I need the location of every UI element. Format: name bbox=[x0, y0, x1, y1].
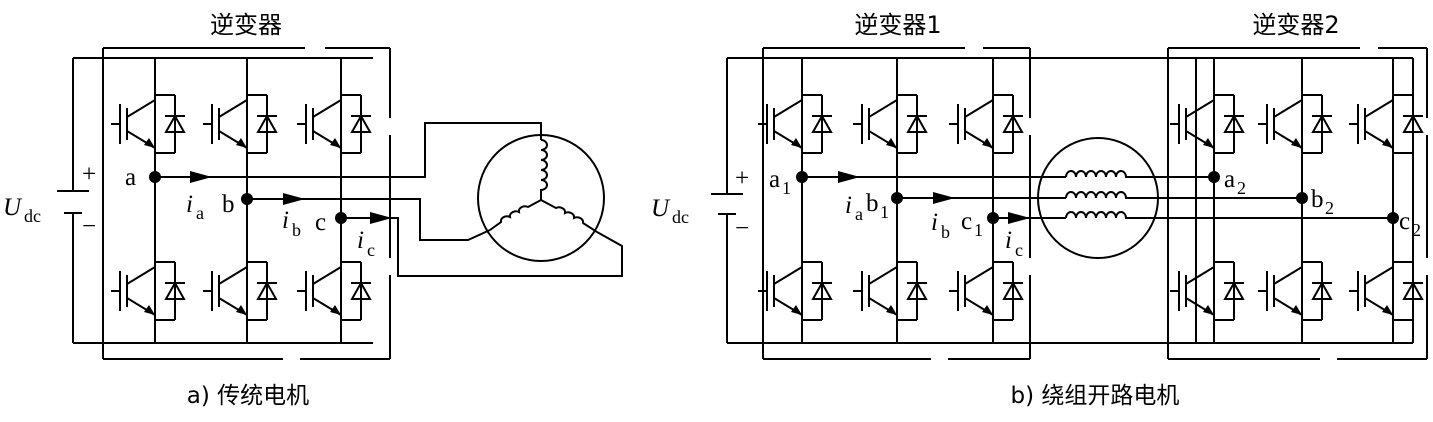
current-symbol-c: i bbox=[1005, 227, 1012, 254]
open-winding-motor bbox=[1037, 137, 1159, 259]
igbt-switch bbox=[852, 261, 928, 321]
dc-voltage-symbol: U bbox=[3, 194, 23, 221]
node-subscript-c2: 2 bbox=[1412, 220, 1421, 240]
node-subscript-a1: 1 bbox=[782, 178, 791, 198]
node-dot bbox=[987, 212, 999, 224]
current-subscript-a: a bbox=[196, 203, 204, 223]
caption-b: b) 绕组开路电机 bbox=[1011, 383, 1180, 409]
inverter2-title: 逆变器2 bbox=[1252, 11, 1339, 39]
igbt-switch bbox=[1169, 261, 1245, 321]
inverter1-title: 逆变器1 bbox=[854, 11, 941, 39]
node-dot bbox=[1208, 171, 1220, 183]
node-label-b1: b bbox=[866, 190, 879, 217]
minus-sign: − bbox=[735, 215, 749, 242]
current-arrows bbox=[190, 171, 392, 224]
caption-a: a) 传统电机 bbox=[187, 383, 309, 409]
node-label-a1: a bbox=[769, 166, 780, 193]
igbt-switch bbox=[1348, 261, 1424, 321]
igbt-switch bbox=[1169, 94, 1245, 154]
igbt-switch bbox=[852, 94, 928, 154]
node-dot bbox=[241, 193, 253, 205]
node-subscript-b2: 2 bbox=[1325, 198, 1334, 218]
igbt-switch bbox=[296, 94, 372, 154]
dc-bus bbox=[57, 57, 373, 344]
plus-sign: + bbox=[82, 161, 96, 188]
igbt-switch bbox=[1257, 261, 1333, 321]
node-dot bbox=[1296, 192, 1308, 204]
inverter-frame bbox=[102, 47, 391, 360]
igbt-switch bbox=[1348, 94, 1424, 154]
star-connected-motor bbox=[477, 134, 605, 262]
node-dot bbox=[1387, 212, 1399, 224]
igbt-switch bbox=[757, 94, 833, 154]
node-label-a2: a bbox=[1224, 166, 1235, 193]
current-symbol-c: i bbox=[357, 227, 364, 254]
node-label-b2: b bbox=[1311, 186, 1324, 213]
node-dot bbox=[891, 192, 903, 204]
node-subscript-b1: 1 bbox=[880, 202, 889, 222]
node-label-c2: c bbox=[1399, 208, 1410, 235]
igbt-switch bbox=[948, 261, 1024, 321]
inverter1-frame bbox=[762, 47, 1031, 360]
current-subscript-c: c bbox=[367, 240, 375, 260]
current-subscript-b: b bbox=[292, 220, 301, 240]
dc-voltage-symbol: U bbox=[651, 195, 671, 222]
current-symbol-b: i bbox=[282, 207, 289, 234]
igbt-switch bbox=[202, 94, 278, 154]
current-subscript-c: c bbox=[1015, 240, 1023, 260]
node-subscript-c1: 1 bbox=[974, 220, 983, 240]
igbt-switch bbox=[296, 261, 372, 321]
node-dot bbox=[796, 171, 808, 183]
igbt-switch bbox=[948, 94, 1024, 154]
node-label-c1: c bbox=[961, 208, 972, 235]
inverter2-frame bbox=[1167, 47, 1428, 360]
node-label-b: b bbox=[222, 191, 235, 218]
igbt-switch bbox=[202, 261, 278, 321]
minus-sign: − bbox=[82, 213, 96, 240]
current-subscript-b: b bbox=[941, 222, 950, 242]
conventional-motor-circuit: 逆变器 + − U dc a b c i a i b i c a) 传统电机 bbox=[3, 11, 623, 409]
current-symbol-a: i bbox=[845, 192, 852, 219]
dc-voltage-subscript: dc bbox=[24, 206, 41, 226]
current-subscript-a: a bbox=[855, 204, 863, 224]
node-dot bbox=[335, 212, 347, 224]
dc-bus bbox=[711, 57, 1414, 344]
igbt-switch bbox=[757, 261, 833, 321]
node-dot bbox=[149, 171, 161, 183]
node-subscript-a2: 2 bbox=[1237, 178, 1246, 198]
current-arrows bbox=[838, 171, 1030, 224]
igbt-switch bbox=[110, 261, 186, 321]
igbt-switch bbox=[110, 94, 186, 154]
node-label-a: a bbox=[125, 164, 136, 191]
current-symbol-a: i bbox=[186, 191, 193, 218]
node-label-c: c bbox=[315, 209, 326, 236]
current-symbol-b: i bbox=[931, 209, 938, 236]
igbt-switch bbox=[1257, 94, 1333, 154]
dc-voltage-subscript: dc bbox=[672, 207, 689, 227]
inverter-title: 逆变器 bbox=[210, 11, 282, 39]
open-winding-motor-circuit: 逆变器1 逆变器2 + − U dc a 1 b 1 c 1 a 2 b 2 c… bbox=[651, 11, 1428, 409]
plus-sign: + bbox=[735, 165, 749, 192]
